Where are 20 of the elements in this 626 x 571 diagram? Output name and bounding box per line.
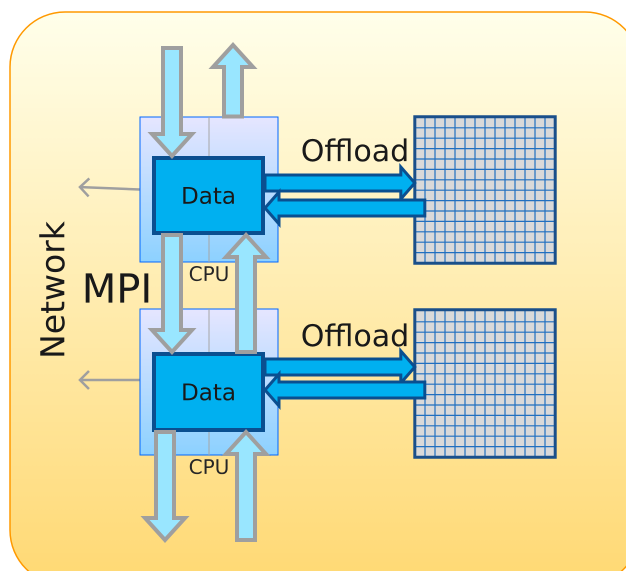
text-label: Network [39, 221, 65, 356]
transfer-arrow [140, 430, 190, 543]
data-box: Data [152, 156, 265, 235]
arrow [78, 370, 140, 390]
text-label: MPI [86, 273, 148, 303]
grid-block [413, 308, 557, 459]
node-label: CPU [190, 266, 228, 282]
node-label: CPU [190, 459, 228, 474]
transfer-arrow [221, 429, 271, 542]
transfer-arrow [221, 232, 271, 354]
offload-arrow [263, 188, 426, 228]
arrow [78, 178, 140, 198]
transfer-arrow [147, 233, 197, 355]
edge-label: Offload [302, 323, 406, 347]
data-box: Data [152, 352, 265, 432]
offload-arrow [263, 370, 426, 410]
edge-label: Offload [302, 138, 406, 162]
transfer-arrow [208, 42, 258, 118]
transfer-arrow [147, 46, 197, 159]
grid-block [413, 115, 557, 265]
